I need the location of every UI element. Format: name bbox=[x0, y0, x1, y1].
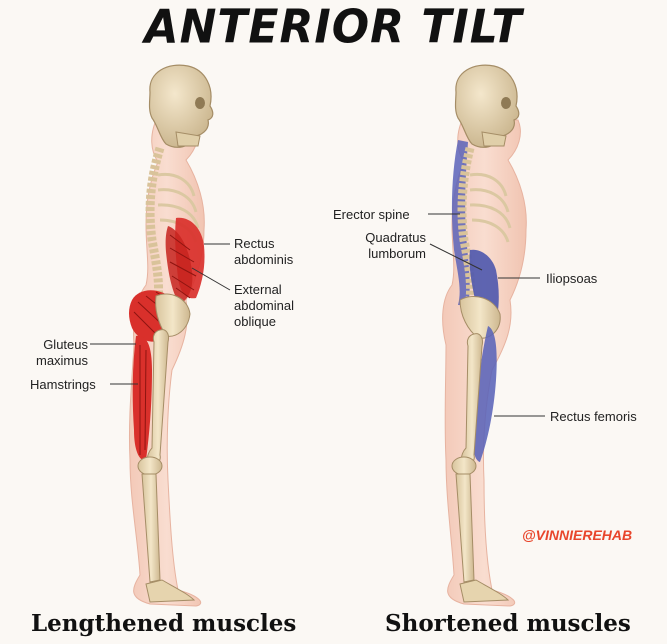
right-figure bbox=[443, 65, 527, 606]
left-knee bbox=[138, 457, 162, 475]
label-gluteus-maximus: Gluteus maximus bbox=[30, 337, 88, 369]
label-external-oblique: External abdominal oblique bbox=[234, 282, 294, 330]
right-knee bbox=[452, 457, 476, 475]
watermark-handle: @VINNIEREHAB bbox=[522, 527, 632, 543]
left-eye-socket bbox=[195, 97, 205, 109]
left-figure bbox=[129, 65, 213, 606]
label-rectus-abdominis: Rectus abdominis bbox=[234, 236, 293, 268]
label-quadratus-lumborum: Quadratus lumborum bbox=[330, 230, 426, 262]
caption-lengthened-muscles: Lengthened muscles bbox=[31, 610, 296, 637]
label-iliopsoas: Iliopsoas bbox=[546, 271, 597, 287]
right-eye-socket bbox=[501, 97, 511, 109]
label-rectus-femoris: Rectus femoris bbox=[550, 409, 637, 425]
label-erector-spine: Erector spine bbox=[333, 207, 410, 223]
caption-shortened-muscles: Shortened muscles bbox=[385, 610, 631, 637]
label-hamstrings: Hamstrings bbox=[30, 377, 96, 393]
